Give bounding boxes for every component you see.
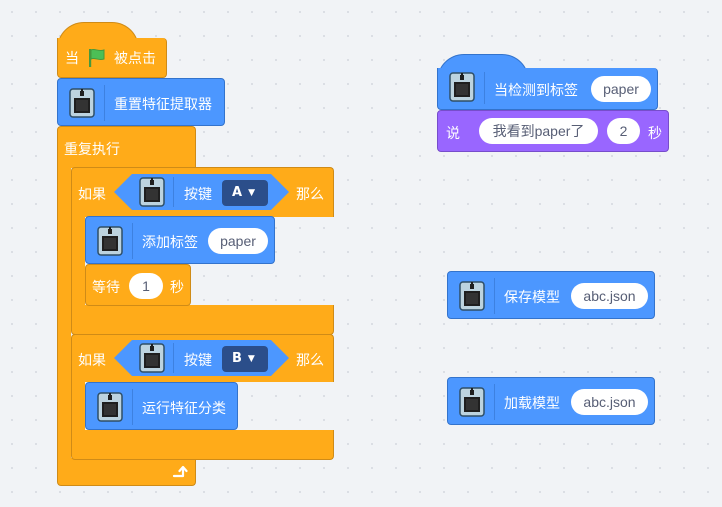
say-unit: 秒 (648, 126, 662, 142)
camera-device-icon (68, 88, 96, 118)
save-model-block[interactable]: 保存模型 (447, 271, 655, 319)
save-model-filename-input[interactable]: abc.json (571, 283, 648, 309)
block-separator (494, 384, 495, 420)
green-flag-icon (86, 47, 108, 69)
block-separator (104, 85, 105, 121)
add-label-label: 添加标签 (142, 235, 198, 251)
key-b-value: B (232, 351, 242, 366)
dropdown-arrow-icon: ▼ (248, 188, 255, 198)
key-b-dropdown[interactable]: B▼ (222, 346, 268, 372)
save-model-label: 保存模型 (504, 290, 560, 306)
run-classify-label: 运行特征分类 (142, 401, 226, 417)
wait-unit: 秒 (170, 280, 184, 296)
reset-extractor-label: 重置特征提取器 (114, 97, 212, 113)
wait-label: 等待 (92, 280, 120, 296)
forever-arm (57, 167, 71, 459)
camera-device-icon (458, 281, 486, 311)
key-a-label: 按键 (184, 187, 212, 203)
reset-extractor-block[interactable]: 重置特征提取器 (57, 78, 225, 126)
run-classify-block[interactable]: 运行特征分类 (85, 382, 238, 430)
load-model-filename-input[interactable]: abc.json (571, 389, 648, 415)
forever-bottom (57, 458, 196, 486)
block-separator (494, 278, 495, 314)
say-seconds-input[interactable]: 2 (607, 118, 640, 144)
if-b-label: 如果 (78, 353, 106, 369)
if-b-arm (71, 381, 85, 431)
block-separator (132, 389, 133, 425)
loop-arrow-icon (170, 463, 188, 481)
camera-device-icon (96, 392, 124, 422)
detect-label-input[interactable]: paper (591, 76, 651, 102)
camera-device-icon (96, 226, 124, 256)
forever-block[interactable]: 重复执行 (57, 126, 196, 168)
key-a-value: A (232, 185, 243, 200)
load-model-label: 加载模型 (504, 396, 560, 412)
key-a-dropdown[interactable]: A▼ (222, 180, 268, 206)
block-separator (173, 343, 174, 373)
if-a-bottom (71, 305, 334, 335)
if-a-then-label: 那么 (296, 187, 324, 203)
when-flag-suffix: 被点击 (114, 51, 156, 67)
add-label-input[interactable]: paper (208, 228, 268, 254)
camera-device-icon (458, 387, 486, 417)
if-a-label: 如果 (78, 187, 106, 203)
key-b-label: 按键 (184, 353, 212, 369)
if-b-then-label: 那么 (296, 353, 324, 369)
forever-label: 重复执行 (64, 142, 120, 158)
when-detect-label: 当检测到标签 (494, 83, 578, 99)
if-a-arm (71, 216, 85, 306)
block-separator (173, 177, 174, 207)
block-separator (484, 72, 485, 104)
block-separator (132, 223, 133, 259)
when-flag-clicked-block[interactable]: 当 被点击 (57, 38, 167, 78)
camera-device-icon (138, 177, 166, 207)
camera-device-icon (448, 72, 476, 102)
dropdown-arrow-icon: ▼ (247, 354, 255, 364)
say-message-input[interactable]: 我看到paper了 (479, 118, 598, 144)
when-flag-prefix: 当 (65, 51, 79, 67)
if-b-bottom (71, 430, 334, 460)
say-label: 说 (446, 126, 460, 142)
wait-seconds-input[interactable]: 1 (129, 273, 163, 299)
camera-device-icon (138, 343, 166, 373)
